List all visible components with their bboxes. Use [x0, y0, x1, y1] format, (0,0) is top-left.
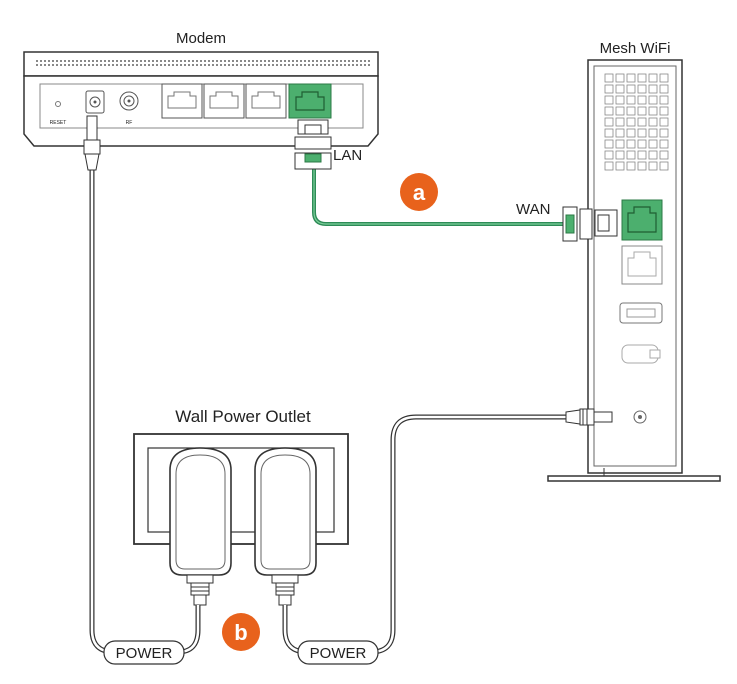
- vent-hole: [626, 73, 636, 83]
- vent-hole: [615, 117, 625, 127]
- reset-label: RESET: [50, 120, 67, 126]
- reset-button: RESET: [50, 101, 67, 126]
- vent-hole: [648, 84, 658, 94]
- vent-hole: [626, 150, 636, 160]
- vent-hole: [626, 139, 636, 149]
- vent-hole: [626, 128, 636, 138]
- vent-hole: [637, 106, 647, 116]
- vent-hole: [604, 84, 614, 94]
- vent-hole: [615, 150, 625, 160]
- rf-label: RF: [126, 120, 133, 126]
- vent-hole: [659, 73, 669, 83]
- modem-ethernet-port-1: [161, 83, 203, 119]
- vent-hole: [637, 128, 647, 138]
- power-label-right: POWER: [297, 640, 379, 665]
- modem-lan-port-highlighted: [288, 83, 332, 119]
- vent-hole: [604, 150, 614, 160]
- mesh-label: Mesh WiFi: [600, 40, 671, 57]
- vent-hole: [637, 117, 647, 127]
- mesh-usb-c-port-icon: [621, 344, 661, 364]
- mesh-wan-port-highlighted: [621, 199, 663, 241]
- modem-power-jack-icon: [85, 90, 105, 114]
- vent-hole: [648, 150, 658, 160]
- vent-hole: [659, 84, 669, 94]
- vent-hole: [648, 106, 658, 116]
- wan-label: WAN: [516, 201, 550, 218]
- vent-hole: [637, 73, 647, 83]
- vent-hole: [615, 95, 625, 105]
- step-a-badge: a: [400, 173, 438, 211]
- vent-hole: [615, 128, 625, 138]
- vent-hole: [659, 106, 669, 116]
- vent-hole: [615, 73, 625, 83]
- vent-hole: [615, 139, 625, 149]
- vent-hole: [637, 150, 647, 160]
- vent-hole: [648, 73, 658, 83]
- wan-plug: [562, 206, 618, 242]
- vent-hole: [659, 161, 669, 171]
- modem-ethernet-port-3: [245, 83, 287, 119]
- mesh-wifi-device: Mesh WiFi: [547, 40, 721, 482]
- power-right-text: POWER: [310, 645, 367, 662]
- vent-hole: [604, 161, 614, 171]
- lan-plug: [294, 119, 332, 170]
- modem-rf-connector-icon: RF: [119, 91, 139, 126]
- vent-hole: [626, 161, 636, 171]
- outlet-label: Wall Power Outlet: [175, 407, 311, 426]
- mesh-power-cable: [282, 408, 613, 655]
- step-a-label: a: [413, 180, 426, 205]
- vent-hole: [637, 84, 647, 94]
- vent-hole: [604, 139, 614, 149]
- vent-hole: [626, 95, 636, 105]
- power-adapter-right-icon: [254, 447, 317, 606]
- mesh-vent-grille: [604, 73, 669, 171]
- vent-hole: [637, 95, 647, 105]
- modem-label: Modem: [176, 30, 226, 47]
- vent-hole: [637, 139, 647, 149]
- step-b-label: b: [234, 620, 247, 645]
- vent-hole: [626, 117, 636, 127]
- vent-hole: [604, 73, 614, 83]
- vent-hole: [648, 139, 658, 149]
- power-adapter-left-icon: [169, 447, 232, 606]
- step-b-badge: b: [222, 613, 260, 651]
- mesh-stand: [547, 468, 721, 482]
- vent-hole: [615, 106, 625, 116]
- vent-hole: [626, 106, 636, 116]
- vent-hole: [659, 139, 669, 149]
- modem-ethernet-port-2: [203, 83, 245, 119]
- vent-hole: [604, 117, 614, 127]
- vent-hole: [604, 95, 614, 105]
- vent-hole: [659, 117, 669, 127]
- mesh-lan-port: [621, 245, 663, 285]
- vent-hole: [648, 128, 658, 138]
- power-label-left: POWER: [103, 640, 185, 665]
- vent-hole: [615, 84, 625, 94]
- vent-hole: [626, 84, 636, 94]
- vent-hole: [648, 117, 658, 127]
- mesh-usb-port-icon: [619, 302, 663, 324]
- vent-hole: [659, 150, 669, 160]
- vent-hole: [648, 161, 658, 171]
- vent-hole: [659, 95, 669, 105]
- vent-hole: [604, 128, 614, 138]
- mesh-power-jack-icon: [633, 410, 647, 424]
- ethernet-cable: LAN WAN: [294, 119, 618, 242]
- modem-vent-grille: [34, 58, 370, 68]
- vent-hole: [659, 128, 669, 138]
- lan-label: LAN: [333, 147, 362, 164]
- vent-hole: [615, 161, 625, 171]
- vent-hole: [648, 95, 658, 105]
- power-left-text: POWER: [116, 645, 173, 662]
- vent-hole: [604, 106, 614, 116]
- vent-hole: [637, 161, 647, 171]
